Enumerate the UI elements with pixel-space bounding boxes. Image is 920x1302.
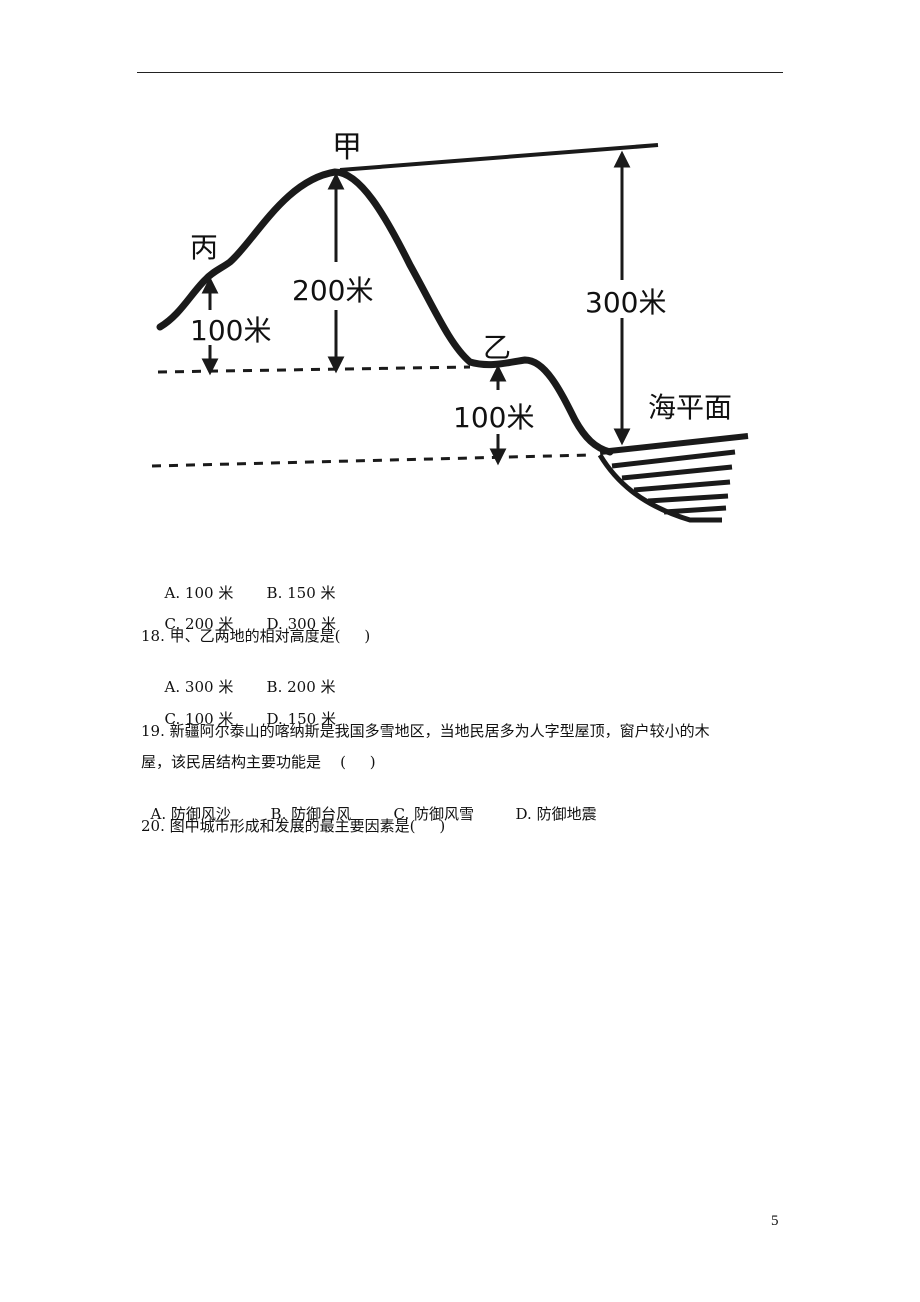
sea-level-line [599, 433, 749, 455]
q17-option-c[interactable]: C. 200 米 [164, 615, 234, 633]
q19-option-c[interactable]: C. 防御风雪 [393, 805, 475, 823]
q17-row2: C. 200 米 D. 300 米 [155, 594, 336, 634]
label-sea-level: 海平面 [648, 391, 732, 424]
height-arrows [201, 150, 631, 466]
q19-option-d[interactable]: D. 防御地震 [515, 805, 597, 823]
label-yi: 乙 [483, 331, 511, 364]
q19-option-b[interactable]: B. 防御台风 [270, 805, 352, 823]
q17-option-d[interactable]: D. 300 米 [266, 615, 336, 633]
top-reference-line [339, 143, 659, 172]
sea-hatching [611, 449, 736, 515]
q18-option-d[interactable]: D. 150 米 [266, 710, 336, 728]
q17-row1: A. 100 米 B. 150 米 [155, 563, 336, 603]
sea-basin [597, 453, 722, 523]
q18-option-b[interactable]: B. 200 米 [266, 678, 336, 696]
q19-option-a[interactable]: A. 防御风沙 [150, 805, 231, 823]
upper-dashed-line [157, 365, 471, 374]
q17-option-b[interactable]: B. 150 米 [266, 584, 336, 602]
q18-row2: C. 100 米 D. 150 米 [155, 689, 336, 729]
label-h-total: 300米 [585, 286, 666, 319]
page-number: 5 [771, 1213, 779, 1229]
q19-stem-line1: 19. 新疆阿尔泰山的喀纳斯是我国多雪地区，当地民居多为人字型屋顶，窗户较小的木 [141, 722, 710, 740]
q18-option-c[interactable]: C. 100 米 [164, 710, 234, 728]
q17-option-a[interactable]: A. 100 米 [164, 584, 234, 602]
q18-option-a[interactable]: A. 300 米 [164, 678, 234, 696]
header-rule [137, 72, 783, 73]
lower-dashed-line [151, 453, 591, 468]
q18-stem: 18. 甲、乙两地的相对高度是( ) [141, 627, 371, 645]
label-h-jia: 200米 [292, 274, 373, 307]
q18-row1: A. 300 米 B. 200 米 [155, 657, 336, 697]
label-h-bing: 100米 [190, 314, 271, 347]
q20-stem: 20. 图中城市形成和发展的最主要因素是( ) [141, 817, 446, 835]
label-bing: 丙 [190, 231, 218, 264]
q19-options: A. 防御风沙 B. 防御台风 C. 防御风雪 D. 防御地震 [141, 784, 597, 824]
label-jia: 甲 [332, 130, 362, 165]
label-h-yi: 100米 [453, 401, 534, 434]
terrain-profile [156, 168, 614, 456]
q19-stem-line2: 屋，该民居结构主要功能是 ( ) [141, 753, 376, 771]
elevation-diagram: 甲 丙 乙 200米 100米 100米 300米 海平面 [151, 130, 749, 523]
